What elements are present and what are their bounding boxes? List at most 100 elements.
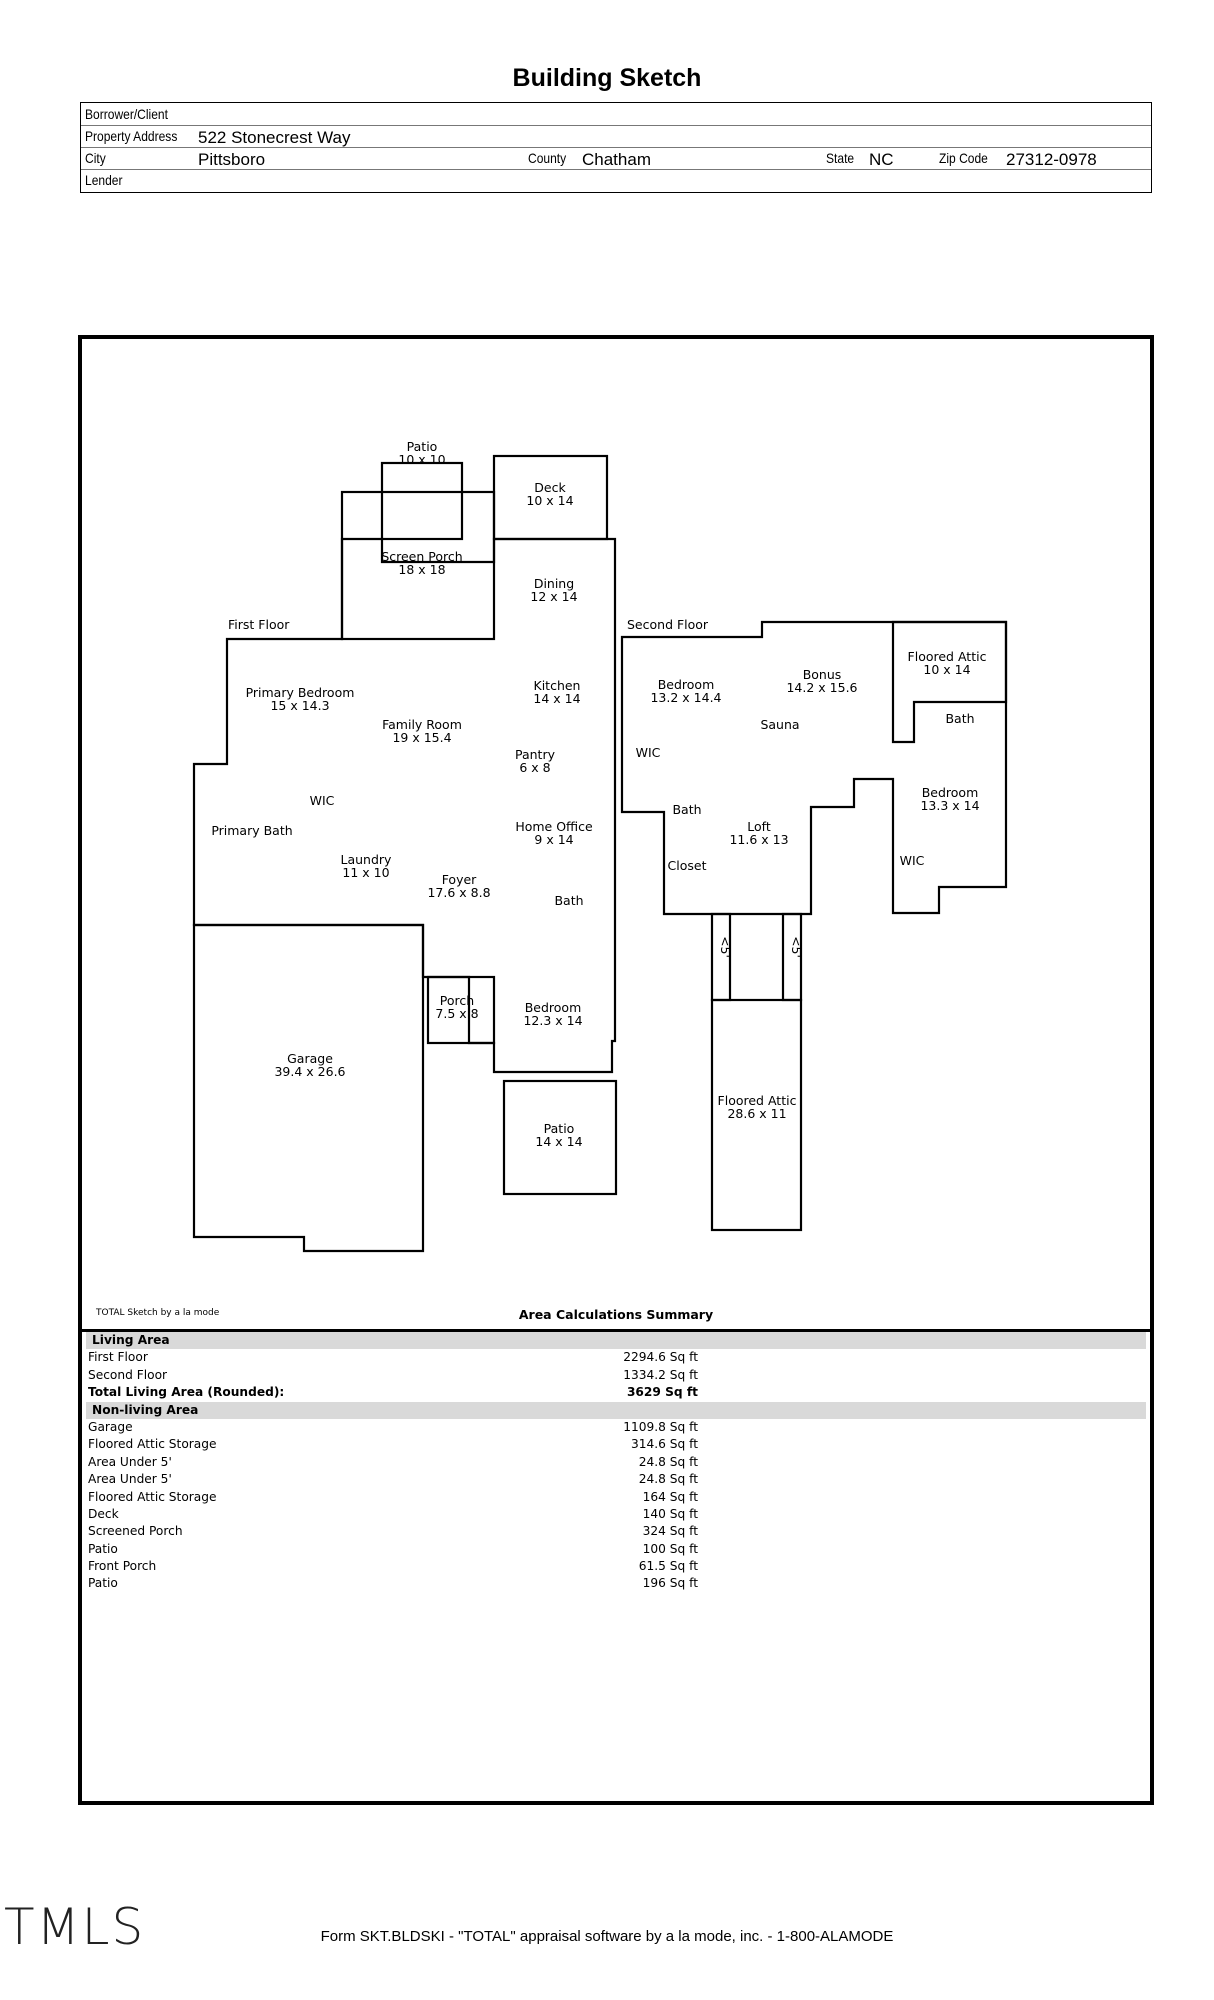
screen-porch-outline (340, 490, 496, 641)
header-row-address: Property Address 522 Stonecrest Way (81, 125, 1151, 148)
wic-second-right-label: WIC (900, 853, 925, 868)
summary-row: First Floor 2294.6 Sq ft (82, 1349, 1150, 1366)
home-office-dim: 9 x 14 (534, 832, 573, 847)
bath-loft-label: Bath (672, 802, 701, 817)
living-area-heading-text: Living Area (92, 1333, 170, 1347)
header-row-lender: Lender (81, 169, 1151, 191)
kitchen-name: Kitchen (534, 678, 581, 693)
bedroom-first-dim: 12.3 x 14 (523, 1013, 582, 1028)
floored-attic-top-outline (891, 620, 1008, 744)
summary-row-label: Patio (88, 1541, 118, 1556)
total-living-area-row: Total Living Area (Rounded): 3629 Sq ft (82, 1384, 1150, 1401)
summary-row-value: 1109.8 Sq ft (623, 1419, 698, 1434)
porch-outline (426, 975, 496, 1045)
bedroom-second-name: Bedroom (658, 677, 715, 692)
screen-porch-dim: 18 x 18 (398, 562, 445, 577)
floored-attic-bottom-outline (710, 998, 803, 1232)
summary-row-label: First Floor (88, 1350, 148, 1365)
patio-bottom-dim: 14 x 14 (535, 1134, 582, 1149)
bedroom-first-name: Bedroom (525, 1000, 582, 1015)
header-row-city: City Pittsboro County Chatham State NC Z… (81, 147, 1151, 170)
bath-second-label: Bath (945, 711, 974, 726)
summary-row-label: Screened Porch (88, 1524, 183, 1539)
floored-attic-bottom-name: Floored Attic (718, 1093, 797, 1108)
header-row-borrower: Borrower/Client (81, 103, 1151, 126)
screen-porch-name: Screen Porch (381, 549, 462, 564)
summary-row-label: Floored Attic Storage (88, 1437, 217, 1452)
summary-row: Screened Porch 324 Sq ft (82, 1523, 1150, 1540)
summary-row-label: Front Porch (88, 1559, 157, 1574)
summary-row-value: 1334.2 Sq ft (623, 1367, 698, 1382)
city-value: Pittsboro (198, 150, 266, 169)
address-label: Property Address (85, 128, 178, 144)
garage-name: Garage (287, 1051, 333, 1066)
pantry-dim: 6 x 8 (519, 760, 550, 775)
floored-attic-top-name: Floored Attic (908, 649, 987, 664)
summary-row-value: 61.5 Sq ft (638, 1559, 698, 1574)
non-living-area-heading-text: Non-living Area (92, 1402, 199, 1417)
page-title: Building Sketch (512, 64, 702, 92)
summary-row-label: Deck (88, 1506, 119, 1521)
patio-bottom-name: Patio (544, 1121, 575, 1136)
bedroom-right-name: Bedroom (922, 785, 979, 800)
wic-second-left-label: WIC (636, 745, 661, 760)
primary-bedroom-name: Primary Bedroom (246, 685, 355, 700)
summary-row: Deck 140 Sq ft (82, 1506, 1150, 1523)
sketch-sheet: First Floor Second Floor Patio 10 x 10 D… (78, 335, 1154, 1805)
area-summary: Living Area First Floor 2294.6 Sq ft Sec… (82, 1329, 1150, 1593)
total-living-area-value: 3629 Sq ft (626, 1385, 698, 1400)
borrower-label: Borrower/Client (85, 106, 168, 122)
dining-dim: 12 x 14 (530, 589, 577, 604)
under5-left-label: <5' (718, 936, 733, 958)
summary-row: Patio 100 Sq ft (82, 1541, 1150, 1558)
summary-row-label: Second Floor (88, 1367, 168, 1382)
zip-value: 27312-0978 (1006, 150, 1097, 169)
summary-row-value: 100 Sq ft (642, 1541, 698, 1556)
bedroom-right-dim: 13.3 x 14 (920, 798, 979, 813)
garage-outline (192, 923, 425, 1253)
home-office-name: Home Office (515, 819, 593, 834)
summary-row-value: 24.8 Sq ft (638, 1454, 698, 1469)
deck-name: Deck (534, 480, 566, 495)
family-room-name: Family Room (382, 717, 462, 732)
bonus-dim: 14.2 x 15.6 (786, 680, 857, 695)
floored-attic-top-dim: 10 x 14 (923, 662, 970, 677)
form-footer: Form SKT.BLDSKI - "TOTAL" appraisal soft… (320, 1928, 894, 1945)
summary-row-value: 196 Sq ft (642, 1576, 698, 1591)
laundry-name: Laundry (341, 852, 393, 867)
living-area-heading: Living Area (86, 1332, 1146, 1350)
summary-row: Front Porch 61.5 Sq ft (82, 1558, 1150, 1575)
summary-row-label: Area Under 5' (88, 1472, 172, 1487)
garage-dim: 39.4 x 26.6 (274, 1064, 345, 1079)
state-value: NC (869, 150, 894, 169)
foyer-dim: 17.6 x 8.8 (427, 885, 490, 900)
bonus-name: Bonus (803, 667, 842, 682)
porch-name: Porch (440, 993, 474, 1008)
bath-first-label: Bath (554, 893, 583, 908)
patio-top-outline (380, 461, 464, 541)
deck-dim: 10 x 14 (526, 493, 573, 508)
summary-row-value: 324 Sq ft (642, 1524, 698, 1539)
second-floor-label: Second Floor (627, 617, 709, 632)
total-living-area-label: Total Living Area (Rounded): (88, 1385, 285, 1400)
summary-row-value: 140 Sq ft (642, 1506, 698, 1521)
summary-row-value: 24.8 Sq ft (638, 1472, 698, 1487)
pantry-name: Pantry (515, 747, 556, 762)
patio-top-name: Patio (407, 439, 438, 454)
lender-label: Lender (85, 172, 123, 188)
state-label: State (826, 150, 855, 166)
porch-dim: 7.5 x 8 (435, 1006, 478, 1021)
sketch-credit: TOTAL Sketch by a la mode (96, 1308, 220, 1318)
county-label: County (528, 150, 567, 166)
loft-name: Loft (747, 819, 771, 834)
floor-plan-sketch: First Floor Second Floor Patio 10 x 10 D… (192, 439, 1008, 1253)
area-summary-title: Area Calculations Summary (518, 1307, 714, 1322)
patio-top-dim: 10 x 10 (398, 452, 445, 467)
closet-label: Closet (668, 858, 707, 873)
first-floor-label: First Floor (228, 617, 290, 632)
summary-row-value: 2294.6 Sq ft (623, 1350, 698, 1365)
non-living-area-heading: Non-living Area (86, 1401, 1146, 1419)
